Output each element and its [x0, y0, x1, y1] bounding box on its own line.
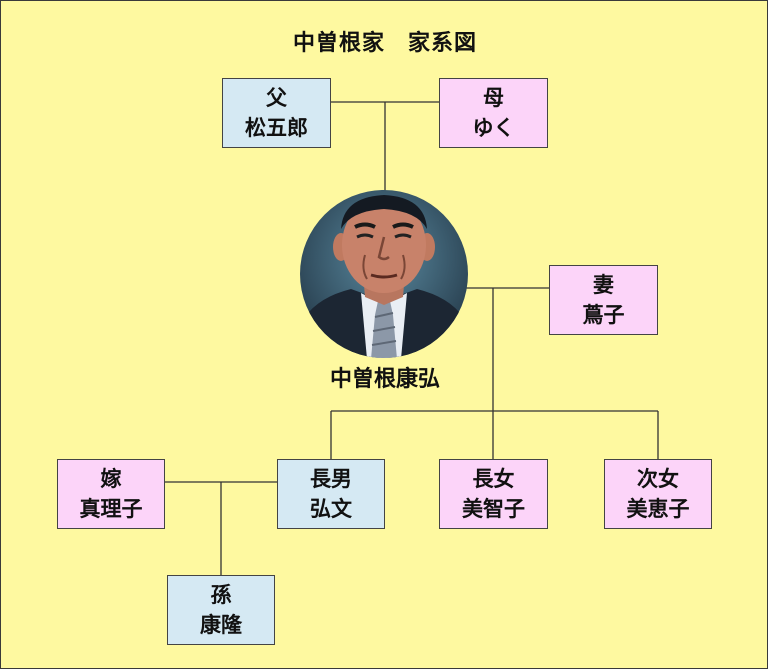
second-daughter-box: 次女 美恵子 — [604, 459, 712, 529]
mother-name: ゆく — [472, 116, 515, 140]
eldest-son-relation: 長男 — [310, 467, 352, 491]
eldest-son-name: 弘文 — [310, 497, 352, 521]
grandson-name: 康隆 — [200, 613, 242, 637]
mother-relation: 母 — [483, 86, 504, 110]
wife-name: 蔦子 — [582, 303, 625, 327]
daughter-in-law-box: 嫁 真理子 — [57, 459, 165, 529]
daughter-in-law-name: 真理子 — [79, 497, 143, 521]
daughter-in-law-relation: 嫁 — [100, 467, 122, 491]
diagram-title: 中曽根家 家系図 — [292, 31, 477, 56]
eldest-daughter-box: 長女 美智子 — [439, 459, 548, 529]
center-person-name: 中曽根康弘 — [329, 367, 440, 392]
eldest-daughter-name: 美智子 — [462, 497, 525, 521]
father-name: 松五郎 — [245, 116, 308, 140]
eldest-son-box: 長男 弘文 — [277, 459, 385, 529]
second-daughter-name: 美恵子 — [626, 497, 690, 521]
grandson-relation: 孫 — [210, 583, 232, 607]
father-relation: 父 — [266, 86, 287, 110]
wife-relation: 妻 — [593, 273, 614, 297]
mother-box: 母 ゆく — [439, 78, 548, 148]
father-box: 父 松五郎 — [222, 78, 331, 148]
grandson-box: 孫 康隆 — [167, 575, 275, 645]
eldest-daughter-relation: 長女 — [472, 467, 515, 491]
second-daughter-relation: 次女 — [637, 467, 679, 491]
portrait-photo — [300, 190, 468, 358]
wife-box: 妻 蔦子 — [549, 265, 658, 335]
